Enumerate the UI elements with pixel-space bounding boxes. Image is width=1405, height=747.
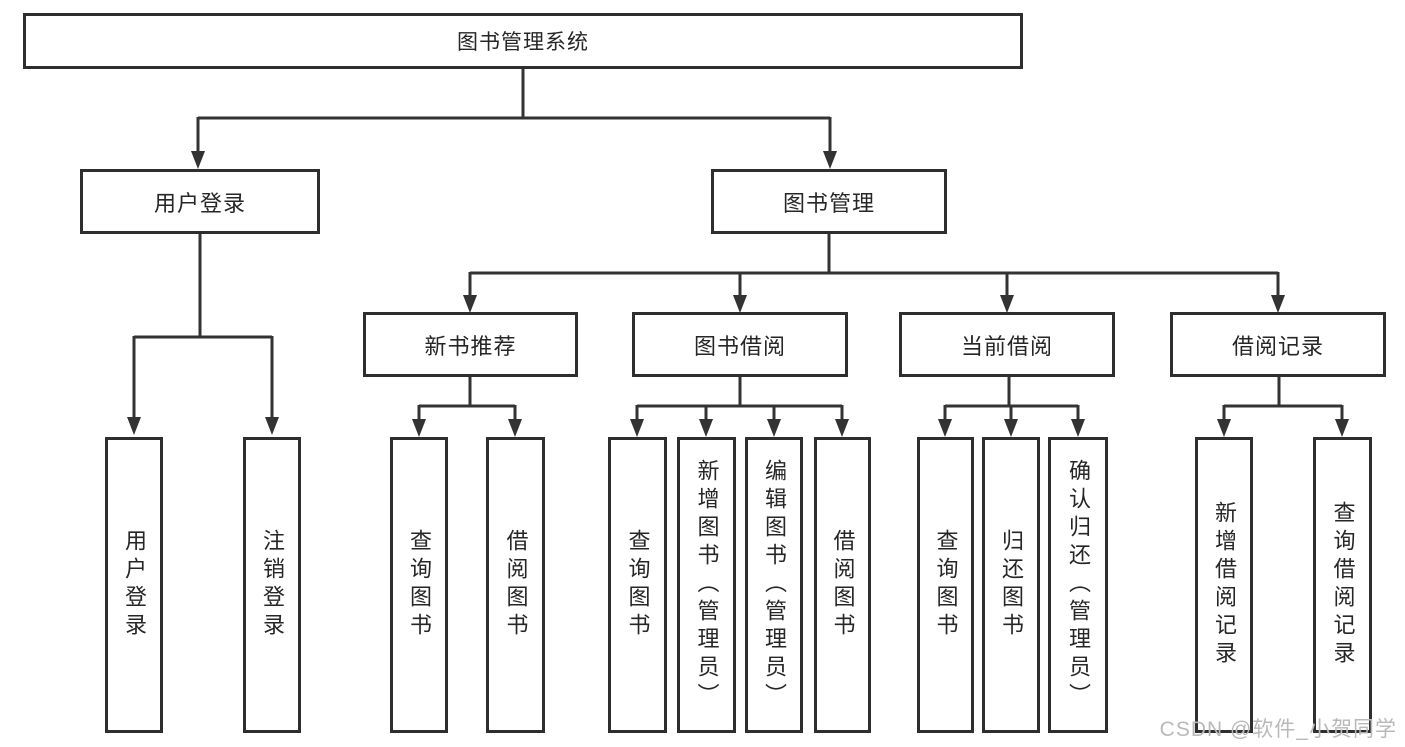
leaf-edit-books-admin: 编辑图书（管理员）: [745, 437, 803, 733]
leaf-borrow-books-recommend: 借阅图书: [486, 437, 545, 733]
leaf-add-books-admin: 新增图书（管理员）: [677, 437, 736, 733]
node-label: 注销登录: [260, 529, 285, 641]
node-book-borrowing: 图书借阅: [632, 312, 848, 377]
node-current-borrowing: 当前借阅: [899, 312, 1115, 377]
leaf-query-borrow-record: 查询借阅记录: [1313, 437, 1372, 733]
node-label: 用户登录: [153, 190, 246, 216]
node-borrowing-records: 借阅记录: [1170, 312, 1386, 377]
node-new-book-recommend: 新书推荐: [363, 312, 578, 377]
node-label: 新书推荐: [424, 333, 517, 359]
node-label: 编辑图书（管理员）: [762, 459, 787, 711]
node-label: 借阅图书: [830, 529, 856, 641]
leaf-query-books-current: 查询图书: [917, 437, 974, 733]
node-user-login-branch: 用户登录: [80, 169, 320, 234]
node-label: 查询图书: [407, 529, 432, 641]
node-label: 借阅记录: [1231, 333, 1324, 359]
node-book-management-branch: 图书管理: [711, 169, 947, 234]
node-label: 确认归还（管理员）: [1066, 459, 1091, 711]
node-label: 新增图书（管理员）: [694, 459, 720, 711]
leaf-add-borrow-record: 新增借阅记录: [1195, 437, 1253, 733]
leaf-query-books-recommend: 查询图书: [390, 437, 448, 733]
leaf-confirm-return-admin: 确认归还（管理员）: [1048, 437, 1108, 733]
node-label: 用户登录: [122, 529, 147, 641]
leaf-logout: 注销登录: [243, 437, 301, 733]
node-label: 查询图书: [933, 529, 959, 641]
leaf-user-login: 用户登录: [105, 437, 163, 733]
node-label: 借阅图书: [503, 529, 529, 641]
node-label: 查询图书: [625, 529, 651, 641]
node-label: 图书管理系统: [457, 31, 589, 54]
csdn-watermark: CSDN @软件_小贺同学: [1159, 718, 1397, 741]
node-label: 查询借阅记录: [1330, 501, 1356, 669]
leaf-query-books-borrowing: 查询图书: [608, 437, 667, 733]
leaf-return-books: 归还图书: [982, 437, 1040, 733]
leaf-borrow-books: 借阅图书: [814, 437, 871, 733]
node-label: 图书借阅: [693, 333, 786, 359]
node-root-system: 图书管理系统: [23, 13, 1023, 69]
node-label: 归还图书: [999, 529, 1024, 641]
node-label: 当前借阅: [960, 333, 1053, 359]
node-label: 新增借阅记录: [1212, 501, 1237, 669]
node-label: 图书管理: [782, 190, 875, 216]
